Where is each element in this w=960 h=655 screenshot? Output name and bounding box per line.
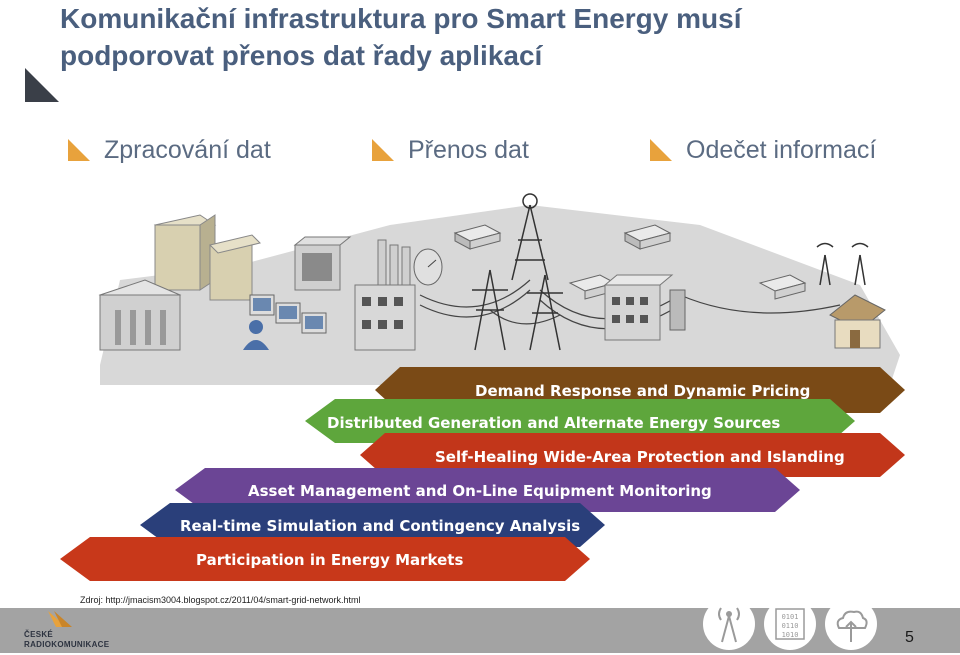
bullet-triangle-icon — [372, 139, 394, 161]
arrow-real-time-simulation: Real-time Simulation and Contingency Ana… — [140, 503, 605, 547]
slide-title: Komunikační infrastruktura pro Smart Ene… — [60, 0, 940, 74]
power-pylon-icon — [527, 274, 563, 351]
satellite-dish-icon — [413, 248, 443, 286]
arrow-asset-management: Asset Management and On-Line Equipment M… — [175, 468, 800, 512]
arrow-label: Self-Healing Wide-Area Protection and Is… — [435, 448, 845, 466]
workstations-icon — [249, 294, 327, 334]
bullet-triangle-icon — [650, 139, 672, 161]
bullet-label: Přenos dat — [408, 135, 529, 164]
bank-building-icon — [98, 279, 182, 351]
footer-bar — [0, 608, 960, 653]
bullet-label: Odečet informací — [686, 135, 877, 164]
company-logo-icon — [48, 611, 72, 627]
user-icon — [243, 320, 269, 350]
page-number: 5 — [905, 629, 914, 646]
application-arrows: Demand Response and Dynamic Pricing Dist… — [60, 367, 905, 581]
house-icon — [829, 294, 886, 349]
title-line-2: podporovat přenos dat řady aplikací — [60, 40, 543, 71]
arrow-label: Distributed Generation and Alternate Ene… — [327, 414, 780, 432]
bullet-label: Zpracování dat — [104, 135, 271, 164]
bullet-data-processing: Zpracování dat — [68, 133, 271, 167]
server-cabinet-icon — [293, 236, 352, 291]
power-pylon-icon — [472, 269, 508, 351]
arrow-label: Asset Management and On-Line Equipment M… — [248, 482, 712, 500]
arrow-label: Participation in Energy Markets — [196, 551, 463, 569]
radio-tower-icon — [511, 193, 549, 281]
svg-text:0101: 0101 — [782, 613, 799, 621]
arrow-label: Demand Response and Dynamic Pricing — [475, 382, 810, 400]
company-logo-text: ČESKÉ RADIOKOMUNIKACE — [24, 630, 110, 649]
arrow-self-healing: Self-Healing Wide-Area Protection and Is… — [360, 433, 905, 477]
router-icon — [623, 224, 672, 250]
antenna-icon — [816, 242, 834, 286]
antenna-icon — [851, 242, 869, 286]
arrow-distributed-generation: Distributed Generation and Alternate Ene… — [305, 399, 855, 443]
title-line-1: Komunikační infrastruktura pro Smart Ene… — [60, 3, 742, 34]
svg-text:1010: 1010 — [782, 631, 799, 639]
binary-data-icon: 0101 0110 1010 — [764, 598, 816, 650]
arrow-energy-markets: Participation in Energy Markets — [60, 537, 590, 581]
cloud-upload-icon — [825, 598, 877, 650]
arrow-label: Real-time Simulation and Contingency Ana… — [180, 517, 580, 535]
bullet-meter-reading: Odečet informací — [650, 133, 876, 167]
corner-triangle-icon — [25, 68, 59, 102]
source-citation: Zdroj: http://jmacism3004.blogspot.cz/20… — [80, 595, 361, 605]
bullet-data-transfer: Přenos dat — [372, 133, 529, 167]
router-icon — [453, 224, 502, 250]
server-rack-icon — [153, 214, 261, 301]
smart-grid-diagram: Demand Response and Dynamic Pricing Dist… — [60, 193, 905, 581]
router-icon — [758, 274, 807, 300]
bullet-triangle-icon — [68, 139, 90, 161]
antenna-icon — [703, 598, 755, 650]
substation-icon — [603, 274, 686, 341]
svg-text:0110: 0110 — [782, 622, 799, 630]
power-plant-icon — [354, 239, 416, 351]
